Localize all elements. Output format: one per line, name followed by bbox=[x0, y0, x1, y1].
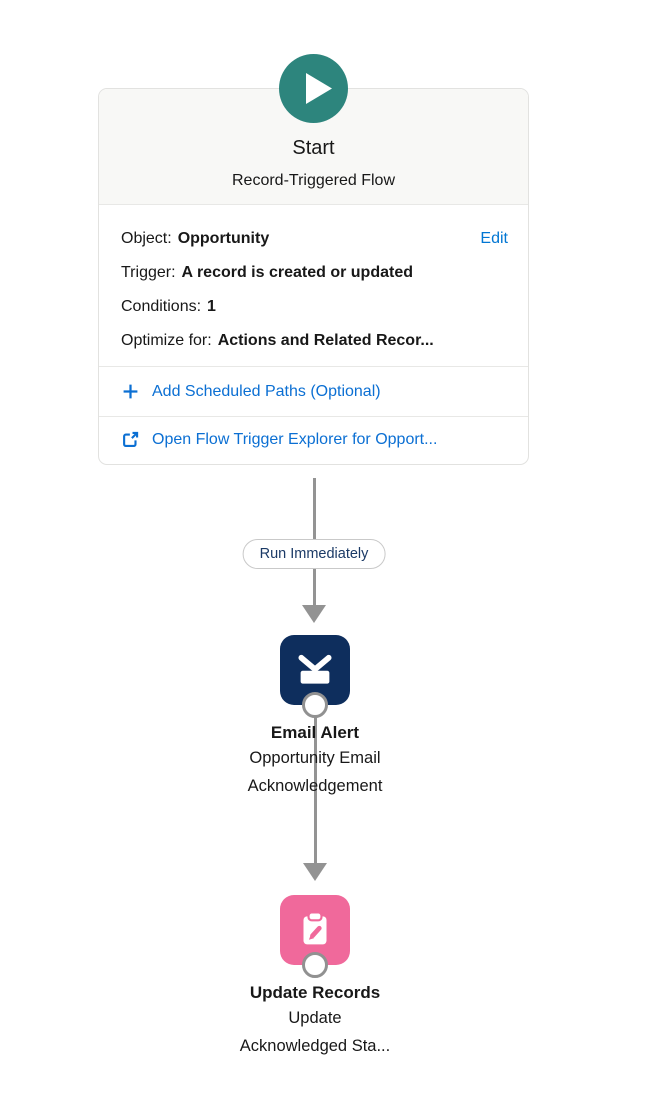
start-card-details: Object: Opportunity Edit Trigger: A reco… bbox=[99, 205, 528, 366]
detail-label: Conditions: bbox=[121, 298, 202, 315]
edit-link[interactable]: Edit bbox=[480, 230, 508, 247]
play-icon bbox=[279, 54, 348, 123]
email-icon bbox=[292, 647, 338, 693]
connector-arrow-icon bbox=[302, 605, 326, 623]
detail-value: Opportunity bbox=[177, 230, 270, 247]
detail-row-object: Object: Opportunity Edit bbox=[121, 222, 508, 256]
detail-row-trigger: Trigger: A record is created or updated bbox=[121, 256, 508, 290]
connector-line bbox=[314, 710, 317, 864]
open-flow-trigger-explorer-link[interactable]: Open Flow Trigger Explorer for Opport... bbox=[99, 416, 528, 462]
update-records-node: Update Records Update Acknowledged Sta..… bbox=[165, 895, 465, 1060]
detail-row-conditions: Conditions: 1 bbox=[121, 290, 508, 324]
node-title: Update Records bbox=[249, 983, 381, 1002]
connector-point bbox=[302, 952, 328, 978]
connector-arrow-icon bbox=[303, 863, 327, 881]
add-scheduled-paths-label: Add Scheduled Paths (Optional) bbox=[152, 382, 381, 400]
node-subtitle-line: Opportunity Email bbox=[249, 749, 381, 767]
start-node-button[interactable] bbox=[279, 54, 348, 123]
detail-value: A record is created or updated bbox=[181, 264, 413, 281]
add-scheduled-paths-link[interactable]: Add Scheduled Paths (Optional) bbox=[99, 366, 528, 416]
external-link-icon bbox=[122, 431, 139, 448]
detail-label: Object: bbox=[121, 230, 172, 247]
detail-value: 1 bbox=[207, 298, 216, 315]
detail-label: Optimize for: bbox=[121, 332, 212, 349]
detail-label: Trigger: bbox=[121, 264, 176, 281]
email-alert-node: Email Alert Opportunity Email Acknowledg… bbox=[165, 635, 465, 800]
open-flow-trigger-explorer-label: Open Flow Trigger Explorer for Opport... bbox=[152, 430, 438, 448]
detail-row-optimize: Optimize for: Actions and Related Recor.… bbox=[121, 324, 508, 358]
detail-value: Actions and Related Recor... bbox=[217, 332, 434, 349]
node-title: Email Alert bbox=[270, 723, 360, 742]
run-immediately-badge: Run Immediately bbox=[242, 539, 386, 569]
start-node-card[interactable]: Start Record-Triggered Flow Object: Oppo… bbox=[98, 88, 529, 465]
start-title: Start bbox=[292, 137, 335, 159]
update-records-icon bbox=[292, 907, 338, 953]
connector-point bbox=[302, 692, 328, 718]
start-subtitle: Record-Triggered Flow bbox=[231, 172, 395, 189]
node-subtitle-line: Acknowledged Sta... bbox=[239, 1037, 391, 1055]
node-subtitle-line: Update bbox=[288, 1009, 342, 1027]
plus-icon bbox=[122, 383, 139, 400]
node-subtitle-line: Acknowledgement bbox=[247, 777, 383, 795]
